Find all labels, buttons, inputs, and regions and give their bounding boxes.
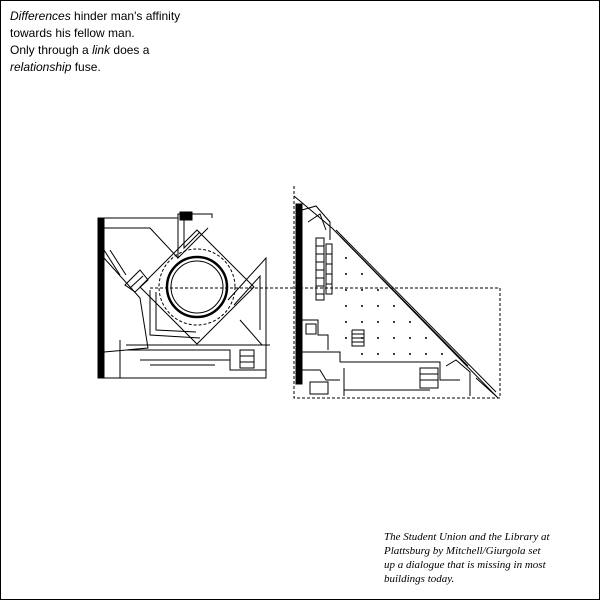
caption-line-4: buildings today. [384,573,455,585]
union-court-dashed-circle [158,248,236,326]
caption-line-2: Plattsburg by Mitchell/Giurgola set [384,545,541,557]
library-plan [293,186,501,399]
student-union-plan [97,211,270,379]
caption-text: The Student Union and the Library at Pla… [384,530,594,586]
intro-line-1: Differences hinder man's affinity [10,9,181,23]
intro-text: Differences hinder man's affinity toward… [10,8,180,76]
caption-line-3: up a dialogue that is missing in most [384,559,546,571]
intro-word-differences: Differences [10,9,71,23]
library-column-grid [345,257,443,355]
caption-line-1: The Student Union and the Library at [384,531,550,543]
library-hypotenuse [293,195,499,399]
intro-line-3: Only through a link does a [10,43,150,57]
intro-line-4: relationship fuse. [10,60,101,74]
library-dashed-bounds [293,186,501,399]
union-court-circle [165,255,229,319]
intro-line-2: towards his fellow man. [10,26,135,40]
intro-word-link: link [92,43,111,57]
intro-word-relationship: relationship [10,60,72,74]
